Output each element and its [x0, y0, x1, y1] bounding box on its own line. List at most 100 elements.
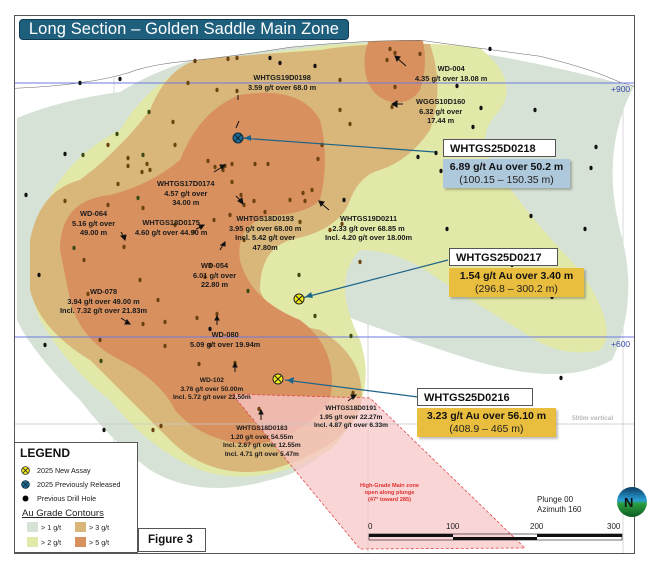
drill-hole-dot: [141, 152, 145, 158]
callout-result-0218: 6.89 g/t Au over 50.2 m(100.15 – 150.35 …: [443, 159, 570, 188]
drill-hole-dot: [455, 83, 459, 89]
previously-released-marker[interactable]: [232, 132, 244, 144]
drill-hole-dot: [72, 245, 76, 251]
drill-hole-dot: [86, 291, 90, 297]
drill-hole-dot: [163, 319, 167, 325]
contour-legend-title: Au Grade Contours: [22, 508, 104, 519]
drill-hole-dot: [126, 163, 130, 169]
drill-hole-dot: [141, 321, 145, 327]
drill-hole-dot: [390, 104, 394, 110]
elevation-label-900: +900: [611, 84, 631, 94]
drill-hole-dot: [195, 315, 199, 321]
drill-hole-dot: [136, 195, 140, 201]
drill-hole-dot: [257, 406, 261, 412]
drill-hole-dot: [583, 226, 587, 232]
drill-hole-dot: [434, 150, 438, 156]
drill-hole-dot: [393, 84, 397, 90]
drill-hole-dot: [106, 202, 110, 208]
drill-hole-dot: [173, 222, 177, 228]
drill-hole-dot: [122, 244, 126, 250]
swatch-label: > 2 g/t: [41, 538, 62, 547]
drill-hole-dot: [215, 87, 219, 93]
drill-hole-dot: [102, 427, 106, 433]
drill-hole-dot: [303, 198, 307, 204]
drill-hole-dot: [589, 165, 593, 171]
drill-hole-dot: [99, 358, 103, 364]
drill-hole-dot: [313, 313, 317, 319]
vertical-scale-note: 500m vertical: [572, 415, 614, 422]
drill-hole-dot: [445, 226, 449, 232]
drill-hole-dot: [594, 144, 598, 150]
drill-hole-dot: [385, 57, 389, 63]
drill-hole-dot: [388, 46, 392, 52]
legend-item-new-assay: 2025 New Assay: [21, 466, 91, 475]
drill-hole-dot: [203, 274, 207, 280]
drill-hole-dot: [230, 179, 234, 185]
drill-hole-dot: [479, 105, 483, 111]
new-assay-marker[interactable]: [272, 373, 284, 385]
scale-tick-label: 100: [446, 522, 460, 531]
drill-hole-dot: [78, 80, 82, 86]
drill-hole-dot: [115, 131, 119, 137]
drill-hole-dot: [208, 326, 212, 332]
drill-hole-dot: [533, 107, 537, 113]
drill-hole-dot: [278, 60, 282, 66]
drill-hole-dot: [208, 342, 212, 348]
contour-gt5: [364, 26, 425, 103]
drill-hole-dot: [171, 119, 175, 125]
drill-hole-dot: [298, 219, 302, 225]
drill-hole-dot: [156, 297, 160, 303]
drill-hole-dot: [418, 51, 422, 57]
drill-hole-dot: [215, 311, 219, 317]
drill-hole-dot: [439, 168, 443, 174]
legend-title: LEGEND: [20, 446, 71, 460]
drill-hole-dot: [141, 205, 145, 211]
drill-hole-dot: [193, 58, 197, 64]
drill-hole-dot: [529, 213, 533, 219]
drill-hole-dot: [116, 181, 120, 187]
swatch-gt2: [27, 537, 38, 547]
drill-hole-dot: [488, 46, 492, 52]
drill-hole-dot: [43, 342, 47, 348]
drill-hole-dot: [186, 80, 190, 86]
drill-hole-dot: [340, 221, 344, 227]
contour-gt5: [60, 92, 332, 446]
drill-hole-dot: [416, 154, 420, 160]
drill-hole-dot: [151, 427, 155, 433]
drill-hole-dot: [239, 192, 243, 198]
legend: LEGEND 2025 New Assay 2025 Previously Re…: [14, 442, 138, 553]
drill-hole-dot: [310, 187, 314, 193]
leader-line: [239, 137, 436, 153]
callout-result-0217: 1.54 g/t Au over 3.40 m(296.8 – 300.2 m): [449, 268, 584, 297]
drill-hole-dot: [206, 158, 210, 164]
drill-hole-dot: [297, 272, 301, 278]
annotation-arrows: [119, 55, 407, 420]
drill-hole-dot: [147, 109, 151, 115]
scale-tick-label: 200: [530, 522, 544, 531]
drill-hole-dot: [393, 50, 397, 56]
drill-hole-dot: [559, 375, 563, 381]
scale-bar: [368, 533, 623, 541]
drill-hole-dot: [192, 229, 196, 235]
drill-hole-dot: [148, 167, 152, 173]
drill-hole-dot: [358, 259, 362, 265]
callout-hole-id-0218: WHTGS25D0218: [443, 139, 556, 157]
previously-released-icon: [21, 480, 30, 489]
drill-hole-dot: [173, 142, 177, 148]
drill-hole-dot: [226, 56, 230, 62]
new-assay-marker[interactable]: [293, 293, 305, 305]
drill-hole-dot: [263, 209, 267, 215]
drill-hole-dot: [235, 55, 239, 61]
scale-tick-label: 0: [368, 522, 373, 531]
drill-hole-dot: [348, 121, 352, 127]
